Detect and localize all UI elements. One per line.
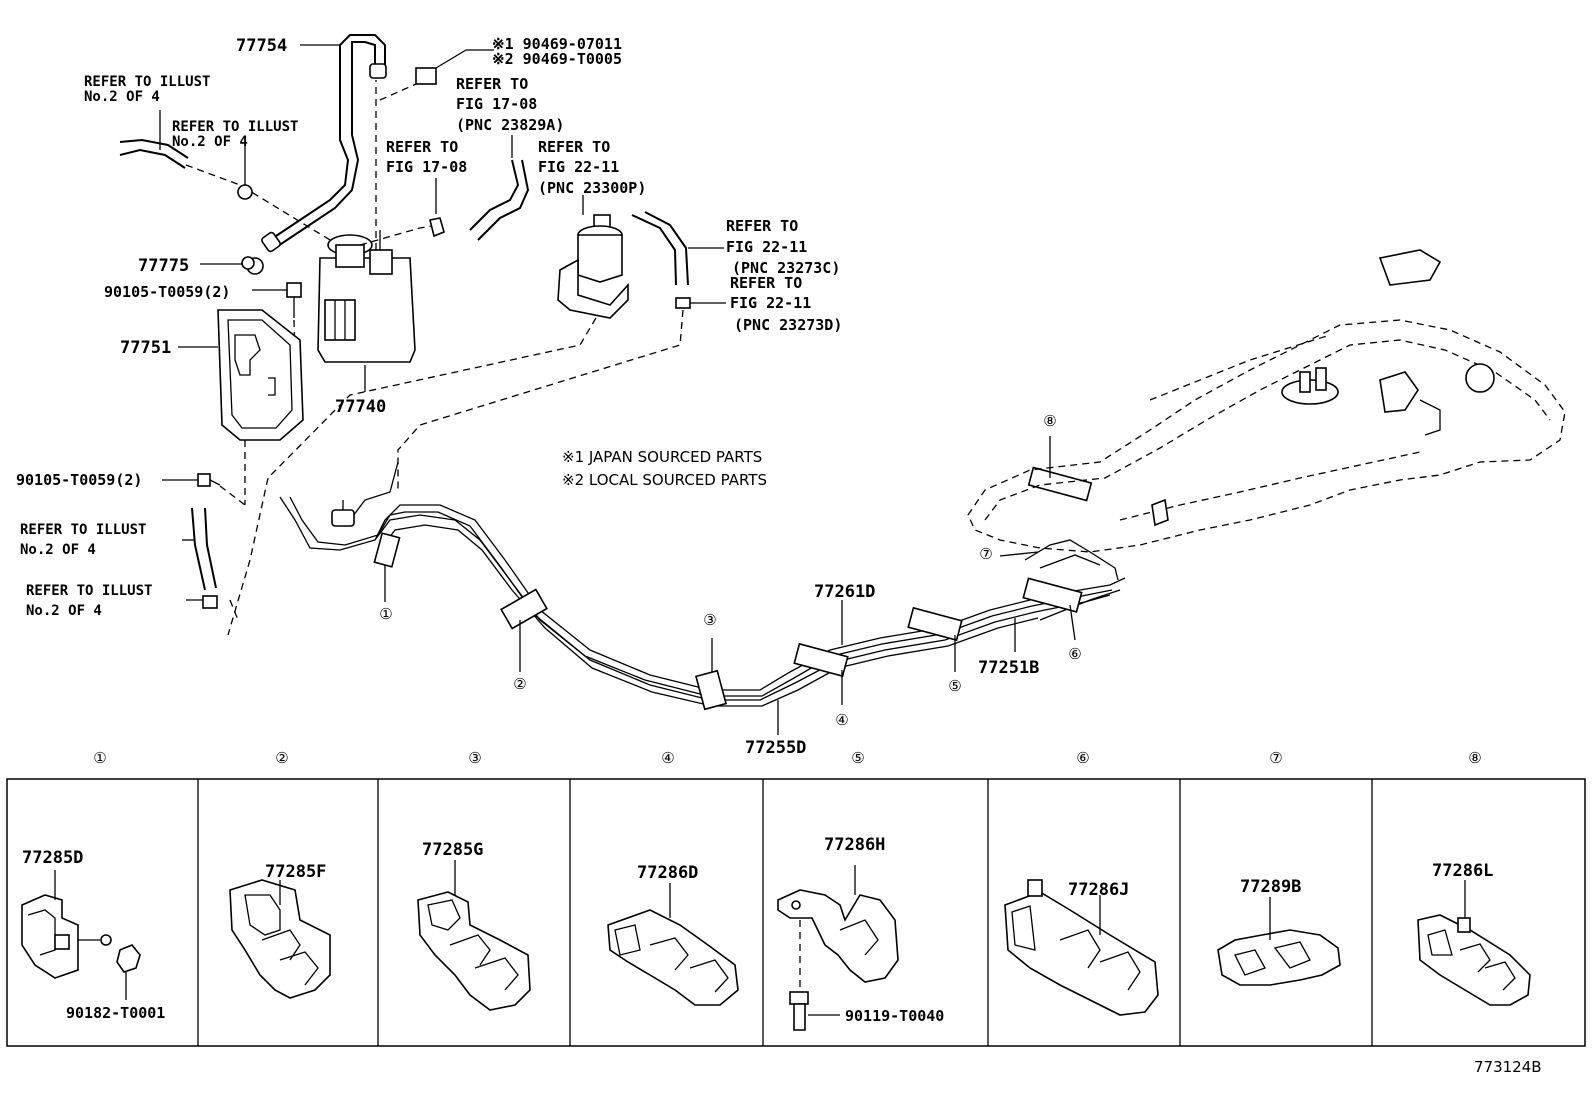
clamp-sub-90119-T0040: 90119-T0040 — [845, 1007, 944, 1025]
figure-id: 773124B — [1474, 1058, 1542, 1076]
bolt — [286, 282, 302, 298]
clamp-part-77286J: 77286J — [1068, 880, 1129, 900]
note-japan-sourced: ※1 JAPAN SOURCED PARTS — [562, 448, 762, 466]
clamp-band-6 — [1022, 577, 1083, 613]
clamp-77285f-drawing — [229, 879, 331, 999]
vsv-23300p — [557, 214, 629, 319]
table-callout-7: ⑦ — [1269, 749, 1282, 767]
part-77251B: 77251B — [978, 658, 1039, 678]
hose-end — [261, 231, 281, 253]
canister-77740 — [317, 230, 416, 363]
ref-fig22-1-line1: REFER TO — [538, 138, 610, 156]
connector — [331, 509, 355, 527]
clamp-77285d-drawing — [21, 870, 141, 1000]
clamp-77289b-drawing — [1217, 897, 1341, 986]
callout-3: ③ — [703, 611, 716, 629]
part-77740: 77740 — [335, 397, 386, 417]
ref-fig22-2-line2: FIG 22-11 — [726, 238, 807, 256]
ref-illust-3-line2: No.2 OF 4 — [20, 542, 96, 558]
callout-2: ② — [513, 675, 526, 693]
part-77261D: 77261D — [814, 582, 875, 602]
callout-5: ⑤ — [948, 677, 961, 695]
ref-illust-1-line2: No.2 OF 4 — [84, 89, 160, 105]
clamp-77285g-drawing — [417, 860, 531, 1011]
clamp-77286h-drawing — [777, 865, 899, 1031]
clip — [237, 184, 253, 200]
hose-end — [369, 63, 387, 79]
clamp-table — [6, 778, 1586, 1047]
part-90105-lower: 90105-T0059(2) — [16, 471, 142, 489]
ref-fig17-1-line2: FIG 17-08 — [456, 95, 537, 113]
code-90469-07011: ※1 90469-07011 — [492, 35, 622, 53]
part-77255D: 77255D — [745, 738, 806, 758]
clip — [429, 217, 445, 238]
table-callout-8: ⑧ — [1468, 749, 1481, 767]
ref-illust-2-line1: REFER TO ILLUST — [172, 119, 298, 135]
ref-illust-1-line1: REFER TO ILLUST — [84, 74, 210, 90]
clamp-sub-90182-T0001: 90182-T0001 — [66, 1004, 165, 1022]
ref-illust-4-line1: REFER TO ILLUST — [26, 583, 152, 599]
clamp-part-77285G: 77285G — [422, 840, 483, 860]
clip-90469 — [415, 67, 437, 85]
clamp-77286l-drawing — [1417, 880, 1531, 1006]
clamp-part-77285F: 77285F — [265, 862, 326, 882]
callout-7: ⑦ — [979, 545, 992, 563]
part-90105-upper: 90105-T0059(2) — [104, 283, 230, 301]
ref-fig22-3-line3: (PNC 23273D) — [734, 316, 842, 334]
ref-fig17-1-line1: REFER TO — [456, 75, 528, 93]
note-local-sourced: ※2 LOCAL SOURCED PARTS — [562, 471, 767, 489]
clamp-band-2 — [500, 588, 548, 630]
ref-fig22-3-line1: REFER TO — [730, 274, 802, 292]
part-77775: 77775 — [138, 256, 189, 276]
bracket-77751 — [217, 309, 304, 441]
ref-fig22-1-line3: (PNC 23300P) — [538, 179, 646, 197]
callout-8: ⑧ — [1043, 412, 1056, 430]
clamp-band-1 — [373, 532, 401, 568]
ref-illust-4-line2: No.2 OF 4 — [26, 603, 102, 619]
ref-fig22-3-line2: FIG 22-11 — [730, 294, 811, 312]
clamp-band-3 — [694, 669, 728, 711]
ref-illust-3-line1: REFER TO ILLUST — [20, 522, 146, 538]
clamp-part-77285D: 77285D — [22, 848, 83, 868]
clip — [202, 595, 218, 609]
part-77751: 77751 — [120, 338, 171, 358]
clamp-part-77289B: 77289B — [1240, 877, 1301, 897]
bolt — [197, 473, 211, 487]
clamp-band-5 — [907, 606, 963, 642]
clamp-77286j-drawing — [1004, 879, 1159, 1016]
clamp-77286d-drawing — [607, 883, 739, 1006]
code-90469-T0005: ※2 90469-T0005 — [492, 50, 622, 68]
clamp-part-77286D: 77286D — [637, 863, 698, 883]
clamp-part-77286H: 77286H — [824, 835, 885, 855]
clamp-band-4 — [793, 642, 849, 678]
clamp-part-77286L: 77286L — [1432, 861, 1493, 881]
table-callout-5: ⑤ — [851, 749, 864, 767]
part-77754: 77754 — [236, 36, 287, 56]
ref-fig17-1-line3: (PNC 23829A) — [456, 116, 564, 134]
table-callout-2: ② — [275, 749, 288, 767]
table-callout-3: ③ — [468, 749, 481, 767]
ref-fig17-2-line2: FIG 17-08 — [386, 158, 467, 176]
ref-fig22-2-line3: (PNC 23273C) — [732, 259, 840, 277]
callout-6: ⑥ — [1068, 645, 1081, 663]
hose-77754 — [269, 34, 386, 249]
callout-4: ④ — [835, 711, 848, 729]
ref-fig22-1-line2: FIG 22-11 — [538, 158, 619, 176]
clamp-band-8 — [1027, 466, 1093, 502]
table-callout-4: ④ — [661, 749, 674, 767]
clip — [675, 297, 691, 309]
ref-fig17-2-line1: REFER TO — [386, 138, 458, 156]
table-callout-1: ① — [93, 749, 106, 767]
ref-illust-2-line2: No.2 OF 4 — [172, 134, 248, 150]
ref-fig22-2-line1: REFER TO — [726, 217, 798, 235]
callout-1: ① — [379, 605, 392, 623]
fuel-tank — [967, 249, 1566, 553]
table-callout-6: ⑥ — [1076, 749, 1089, 767]
